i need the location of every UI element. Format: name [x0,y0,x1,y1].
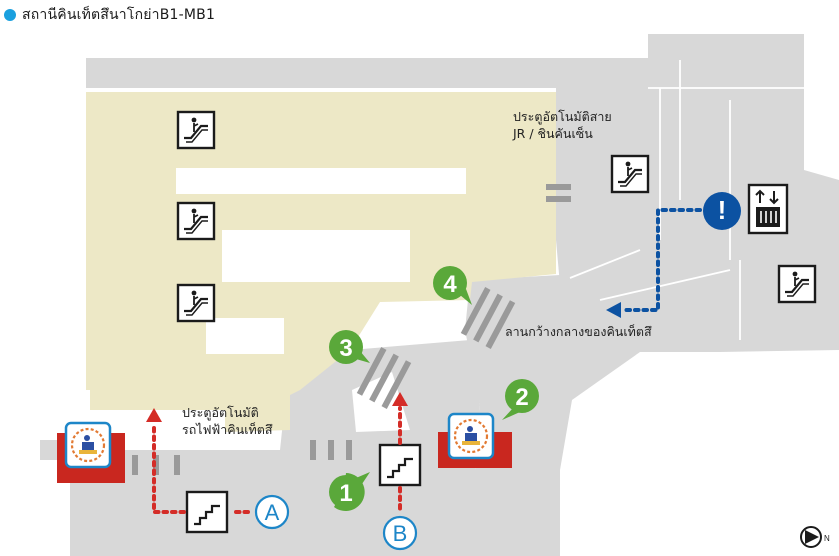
plaza-label: ลานกว้างกลางของคินเท็ตสึ [505,324,652,339]
svg-text:1: 1 [339,480,352,507]
info-icon: ! [703,192,741,230]
page-title: สถานีคินเท็ตสึนาโกย่าB1-MB1 [22,7,216,23]
route-blue [620,208,702,312]
route-red [152,406,402,514]
svg-text:N: N [824,534,830,543]
svg-text:B: B [393,521,408,546]
svg-text:!: ! [718,195,727,225]
route-red-arrowhead [146,408,162,422]
kintetsu-gate-label: ประตูอัตโนมัติ รถไฟฟ้าคินเท็ตสึ [182,405,273,437]
escalator-icon [176,201,216,241]
marker-2: 2 [502,379,539,420]
jr-gate-label: ประตูอัตโนมัติสาย JR / ชินคันเซ็น [513,109,612,141]
north-arrow-icon: N [800,526,830,548]
ticket-machine-icon [447,412,495,460]
exit-b: B [382,515,418,551]
escalator-icon [777,264,817,304]
elevator-icon [747,183,789,235]
exit-a: A [254,494,290,530]
marker-1: 1 [329,472,370,511]
corridor-lines [569,60,804,340]
route-blue-arrowhead [606,302,621,318]
marker-3: 3 [329,330,370,364]
marker-4: 4 [433,266,472,305]
escalator-icon [610,154,650,194]
escalator-icon [176,283,216,323]
header-bullet-icon [4,9,16,21]
svg-text:4: 4 [443,271,457,298]
stairs-icon [185,490,229,534]
svg-text:2: 2 [515,384,528,411]
ticket-machine-icon [64,421,112,469]
stairs-icon [378,443,422,487]
escalator-icon [176,110,216,150]
map-header: สถานีคินเท็ตสึนาโกย่าB1-MB1 [4,4,215,26]
route-red-arrowhead [392,392,408,406]
svg-text:3: 3 [339,335,352,362]
svg-text:A: A [265,500,280,525]
